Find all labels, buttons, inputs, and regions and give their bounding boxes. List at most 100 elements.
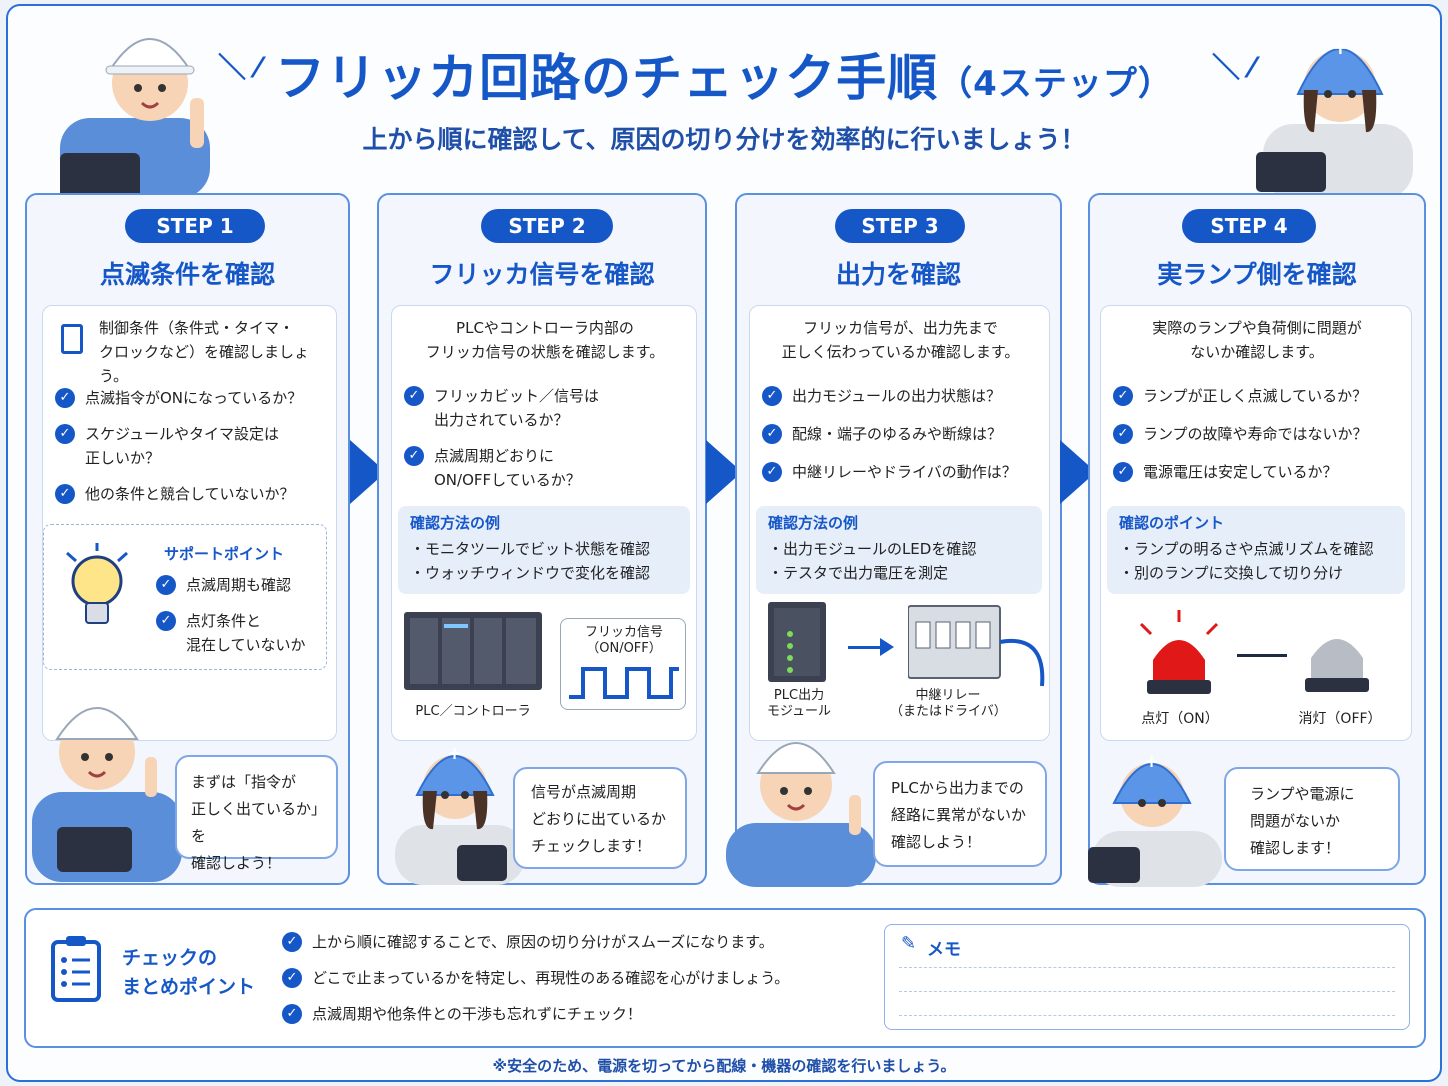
support-item: ✓点滅周期も確認 xyxy=(156,573,321,597)
step-4-intro: 実際のランプや負荷側に問題がないか確認します。 xyxy=(1152,319,1362,361)
plc-output-module-label: PLC出力モジュール xyxy=(766,688,832,719)
memo-area[interactable]: ✎ メモ xyxy=(884,924,1410,1030)
check-icon: ✓ xyxy=(55,424,75,444)
worker-male-pointing-illustration xyxy=(726,742,876,887)
worker-female-clipboard-illustration: + xyxy=(1088,751,1222,887)
svg-text:+: + xyxy=(447,743,462,764)
pencil-icon: ✎ xyxy=(901,933,917,954)
check-icon: ✓ xyxy=(282,1004,302,1024)
plc-label: PLC／コントローラ xyxy=(415,704,531,719)
summary-item: ✓上から順に確認することで、原因の切り分けがスムーズになります。 xyxy=(282,930,872,954)
step-4-card: 実際のランプや負荷側に問題がないか確認します。 ✓ランプが正しく点滅しているか？… xyxy=(1100,305,1412,741)
step-3-badge: STEP 3 xyxy=(835,209,965,243)
step-1-intro: 制御条件（条件式・タイマ・クロックなど）を確認しましょう。 xyxy=(99,319,310,385)
check-icon: ✓ xyxy=(55,388,75,408)
step-3-checklist: ✓出力モジュールの出力状態は？ ✓配線・端子のゆるみや断線は？ ✓中継リレーやド… xyxy=(762,372,1047,484)
step-3-speech-bubble: PLCから出力までの経路に異常がないか確認しよう！ xyxy=(873,761,1047,867)
method-title: 確認方法の例 xyxy=(410,514,501,532)
method-title: 確認のポイント xyxy=(1119,514,1225,532)
check-item: ✓中継リレーやドライバの動作は？ xyxy=(762,460,1047,484)
step-4-checklist: ✓ランプが正しく点滅しているか？ ✓ランプの故障や寿命ではないか？ ✓電源電圧は… xyxy=(1113,372,1408,484)
check-item: ✓フリッカビット／信号は出力されているか？ xyxy=(404,384,689,432)
support-point-box: サポートポイント ✓点滅周期も確認 ✓点灯条件と混在していないか xyxy=(43,524,327,670)
step-4-heading: 実ランプ側を確認 xyxy=(1157,260,1357,289)
check-icon: ✓ xyxy=(762,386,782,406)
worker-female-clipboard-illustration: + xyxy=(1256,35,1413,194)
arrow-right-icon xyxy=(848,646,888,649)
summary-list: ✓上から順に確認することで、原因の切り分けがスムーズになります。 ✓どこで止まっ… xyxy=(282,918,872,1026)
double-arrow-icon xyxy=(1237,654,1287,657)
summary-item: ✓点滅周期や他条件との干渉も忘れずにチェック！ xyxy=(282,1002,872,1026)
lamp-off-icon xyxy=(1305,639,1369,692)
step-3-intro: フリッカ信号が、出力先まで正しく伝わっているか確認します。 xyxy=(781,319,1020,361)
sparkle-right-icon: ＼ ⁄ xyxy=(1212,51,1255,84)
check-item: ✓他の条件と競合していないか？ xyxy=(55,482,333,506)
worker-female-clipboard-illustration: + xyxy=(395,743,525,885)
step-4-speech-bubble: ランプや電源に問題がないか確認します！ xyxy=(1224,767,1400,871)
check-icon: ✓ xyxy=(156,575,176,595)
clipboard-checklist-icon xyxy=(51,936,101,1002)
check-item: ✓スケジュールやタイマ設定は正しいか？ xyxy=(55,422,333,470)
step-3-method-box: 確認方法の例 ・出力モジュールのLEDを確認 ・テスタで出力電圧を測定 xyxy=(756,506,1042,594)
document-icon xyxy=(61,324,83,354)
svg-text:+: + xyxy=(1332,35,1349,59)
method-item: ・別のランプに交換して切り分け xyxy=(1119,564,1344,582)
check-icon: ✓ xyxy=(404,446,424,466)
step-2-intro: PLCやコントローラ内部のフリッカ信号の状態を確認します。 xyxy=(425,319,665,361)
step-4-panel: STEP 4 実ランプ側を確認 実際のランプや負荷側に問題がないか確認します。 … xyxy=(1088,193,1426,887)
check-icon: ✓ xyxy=(1113,386,1133,406)
memo-line xyxy=(899,991,1395,992)
check-item: ✓配線・端子のゆるみや断線は？ xyxy=(762,422,1047,446)
relay-label: 中継リレー（またはドライバ） xyxy=(890,688,1007,719)
page-subtitle: 上から順に確認して、原因の切り分けを効率的に行いましょう！ xyxy=(362,125,1086,154)
check-item: ✓電源電圧は安定しているか？ xyxy=(1113,460,1408,484)
square-wave-icon xyxy=(569,667,679,699)
memo-line xyxy=(899,967,1395,968)
step-2-speech-bubble: 信号が点滅周期どおりに出ているかチェックします！ xyxy=(513,767,687,869)
step-1-panel: STEP 1 点滅条件を確認 制御条件（条件式・タイマ・クロックなど）を確認しま… xyxy=(25,193,350,885)
page-title: フリッカ回路のチェック手順（4ステップ） xyxy=(275,49,1173,107)
check-item: ✓ランプの故障や寿命ではないか？ xyxy=(1113,422,1408,446)
memo-line xyxy=(899,1015,1395,1016)
check-icon: ✓ xyxy=(1113,424,1133,444)
lamp-on-label: 点灯（ON） xyxy=(1141,711,1219,727)
svg-text:+: + xyxy=(1144,751,1159,772)
plc-output-module-illustration xyxy=(768,602,826,682)
support-item: ✓点灯条件と混在していないか xyxy=(156,609,321,657)
check-icon: ✓ xyxy=(282,968,302,988)
worker-male-tablet-illustration xyxy=(32,707,182,882)
step-3-panel: STEP 3 出力を確認 フリッカ信号が、出力先まで正しく伝わっているか確認しま… xyxy=(726,193,1062,887)
check-icon: ✓ xyxy=(55,484,75,504)
sparkle-left-icon: ＼ ⁄ xyxy=(218,51,261,84)
method-item: ・テスタで出力電圧を測定 xyxy=(768,564,949,582)
safety-footnote: ※安全のため、電源を切ってから配線・機器の確認を行いましょう。 xyxy=(492,1057,956,1075)
lamp-off-label: 消灯（OFF） xyxy=(1298,711,1382,727)
check-item: ✓ランプが正しく点滅しているか？ xyxy=(1113,384,1408,408)
check-item: ✓出力モジュールの出力状態は？ xyxy=(762,384,1047,408)
worker-male-pointing-illustration xyxy=(60,38,210,193)
method-title: 確認方法の例 xyxy=(768,514,859,532)
step-2-card: PLCやコントローラ内部のフリッカ信号の状態を確認します。 ✓フリッカビット／信… xyxy=(391,305,697,741)
step-2-heading: フリッカ信号を確認 xyxy=(429,260,655,289)
flicker-signal-box: フリッカ信号（ON/OFF） xyxy=(560,618,686,710)
check-icon: ✓ xyxy=(156,611,176,631)
step-3-heading: 出力を確認 xyxy=(835,260,961,289)
step-4-method-box: 確認のポイント ・ランプの明るさや点滅リズムを確認 ・別のランプに交換して切り分… xyxy=(1107,506,1405,594)
step-3-card: フリッカ信号が、出力先まで正しく伝わっているか確認します。 ✓出力モジュールの出… xyxy=(749,305,1050,741)
check-icon: ✓ xyxy=(1113,462,1133,482)
plc-controller-illustration xyxy=(404,612,542,690)
step-4-badge: STEP 4 xyxy=(1182,209,1316,243)
memo-label: メモ xyxy=(927,940,961,960)
step-1-speech-bubble: まずは「指令が正しく出ているか」を確認しよう！ xyxy=(175,755,338,872)
step-2-badge: STEP 2 xyxy=(481,209,613,243)
arrowhead-icon xyxy=(880,638,894,656)
support-point-title: サポートポイント xyxy=(164,545,285,563)
check-icon: ✓ xyxy=(282,932,302,952)
summary-title: チェックのまとめポイント xyxy=(122,947,256,998)
step-1-checklist: ✓点滅指令がONになっているか？ ✓スケジュールやタイマ設定は正しいか？ ✓他の… xyxy=(55,374,333,506)
support-point-list: ✓点滅周期も確認 ✓点灯条件と混在していないか xyxy=(156,561,321,657)
check-item: ✓点滅指令がONになっているか？ xyxy=(55,386,333,410)
check-icon: ✓ xyxy=(762,462,782,482)
